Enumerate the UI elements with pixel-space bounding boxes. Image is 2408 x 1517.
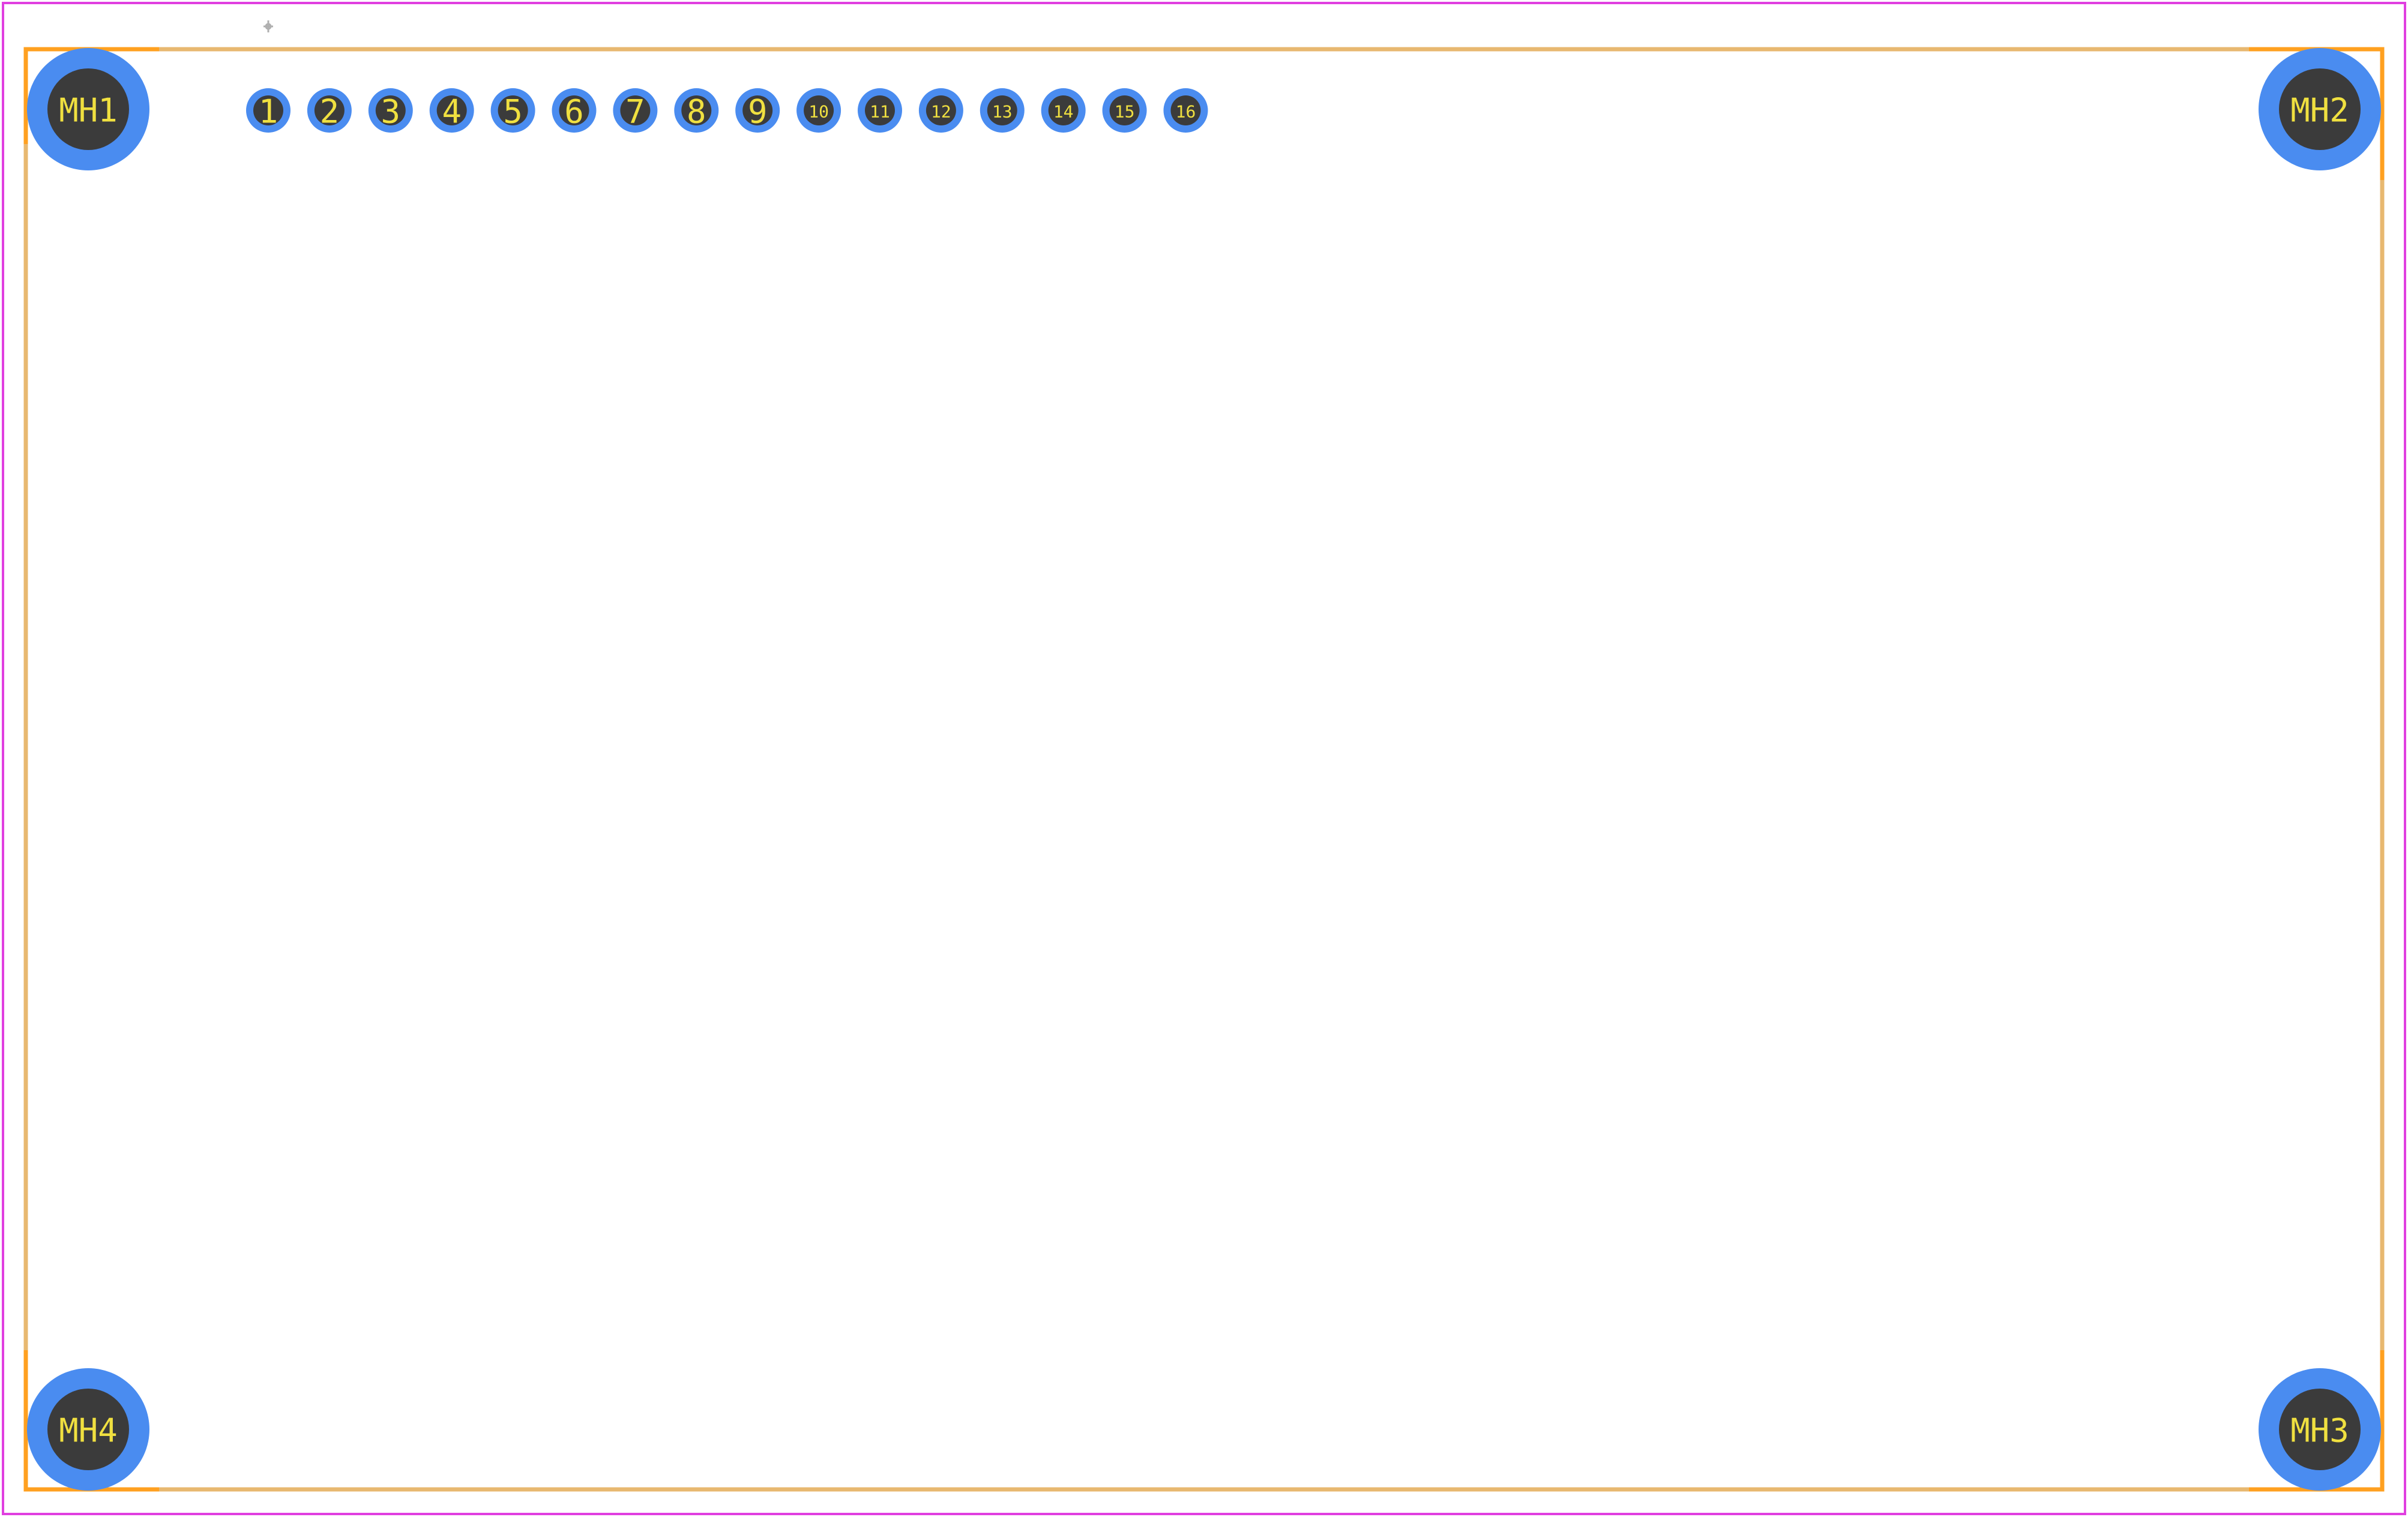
pin-drill: [742, 95, 773, 125]
pin-drill: [253, 95, 283, 125]
pin-9: 9: [735, 88, 780, 133]
pin-drill: [559, 95, 589, 125]
pin-14: 14: [1041, 88, 1086, 133]
pin-label: 5: [503, 93, 523, 131]
mounting-hole-1: MH1: [27, 48, 149, 170]
pin-drill: [498, 95, 528, 125]
pin-drill: [1170, 95, 1201, 125]
mounting-hole-drill: [47, 1389, 129, 1470]
pin-label: 1: [259, 93, 278, 131]
pin-drill: [436, 95, 467, 125]
pin-label: 13: [992, 102, 1013, 122]
pin-drill: [314, 95, 345, 125]
pin-label: 2: [320, 93, 340, 131]
pin-drill: [865, 95, 895, 125]
pin-label: 8: [687, 93, 706, 131]
pin-8: 8: [674, 88, 719, 133]
pin-drill: [681, 95, 712, 125]
mounting-hole-label: MH1: [59, 92, 118, 130]
pin-label: 10: [808, 102, 829, 122]
mounting-hole-label: MH2: [2290, 92, 2349, 130]
pin-12: 12: [918, 88, 963, 133]
pin-3: 3: [368, 88, 413, 133]
pin-16: 16: [1163, 88, 1208, 133]
pin-label: 15: [1115, 102, 1135, 122]
pin-label: 12: [931, 102, 951, 122]
mounting-hole-3: MH3: [2259, 1368, 2381, 1491]
pin-label: 11: [870, 102, 890, 122]
pin-label: 7: [625, 93, 645, 131]
pin-10: 10: [796, 88, 841, 133]
pin-label: 3: [381, 93, 401, 131]
silkscreen-outline: [23, 47, 2385, 1492]
fab-corner-top-right: [2249, 47, 2385, 180]
mounting-hole-drill: [47, 68, 129, 150]
pin-label: 6: [564, 93, 584, 131]
origin-marker: [263, 20, 273, 32]
mounting-hole-drill: [2279, 1389, 2361, 1470]
pin-drill: [926, 95, 956, 125]
mounting-hole-label: MH4: [59, 1412, 118, 1450]
pin-drill: [1048, 95, 1079, 125]
mounting-hole-drill: [2279, 68, 2361, 150]
mounting-hole-label: MH3: [2290, 1412, 2349, 1450]
pin-7: 7: [613, 88, 658, 133]
pin-1: 1: [246, 88, 290, 133]
pin-label: 14: [1053, 102, 1074, 122]
fab-corner-bottom-left: [23, 1350, 159, 1492]
pin-6: 6: [552, 88, 597, 133]
pin-15: 15: [1102, 88, 1147, 133]
pin-drill: [375, 95, 406, 125]
pin-drill: [620, 95, 651, 125]
pin-label: 4: [442, 93, 462, 131]
pin-13: 13: [980, 88, 1025, 133]
pin-label: 16: [1176, 102, 1196, 122]
pin-drill: [804, 95, 834, 125]
pin-11: 11: [858, 88, 902, 133]
fab-corner-top-left: [23, 47, 159, 144]
fab-corner-marks: [23, 47, 2385, 1492]
fab-corner-bottom-right: [2249, 1350, 2385, 1492]
pin-drill: [987, 95, 1017, 125]
mounting-hole-2: MH2: [2259, 48, 2381, 170]
pin-2: 2: [307, 88, 352, 133]
mounting-hole-4: MH4: [27, 1368, 149, 1491]
pin-label: 9: [748, 93, 768, 131]
pin-drill: [1109, 95, 1140, 125]
pin-5: 5: [490, 88, 535, 133]
pin-4: 4: [429, 88, 474, 133]
